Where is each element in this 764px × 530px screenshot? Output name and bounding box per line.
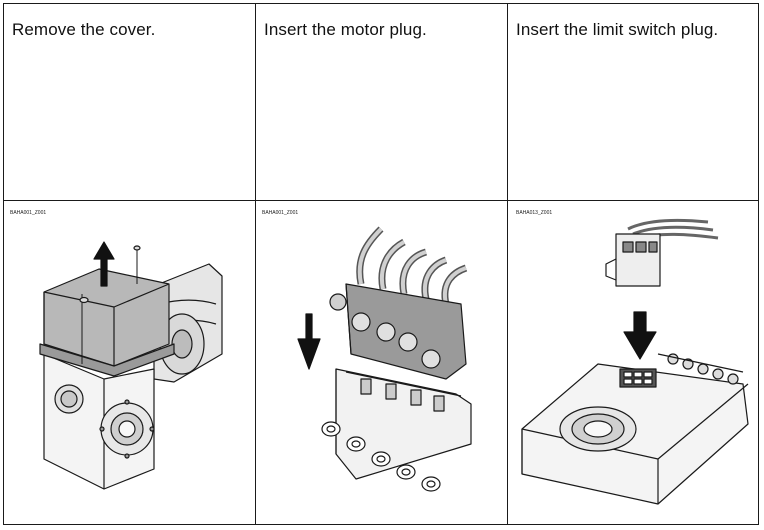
instruction-table: Remove the cover. Insert the motor plug.… — [3, 3, 759, 525]
step-3-illustration — [508, 204, 759, 522]
step-1-figure-code: BAHA001_Z001 — [10, 210, 47, 216]
step-2-illustration — [256, 204, 507, 522]
step-1-caption: Remove the cover. — [12, 20, 156, 39]
column-divider — [255, 4, 256, 524]
step-3-caption: Insert the limit switch plug. — [516, 20, 719, 39]
step-2-figure-code: BAHA001_Z001 — [262, 210, 299, 216]
step-2-caption: Insert the motor plug. — [264, 20, 427, 39]
row-divider — [4, 200, 758, 201]
step-3-figure-code: BAHA013_Z001 — [516, 210, 553, 216]
step-1-illustration — [4, 204, 255, 522]
column-divider — [507, 4, 508, 524]
